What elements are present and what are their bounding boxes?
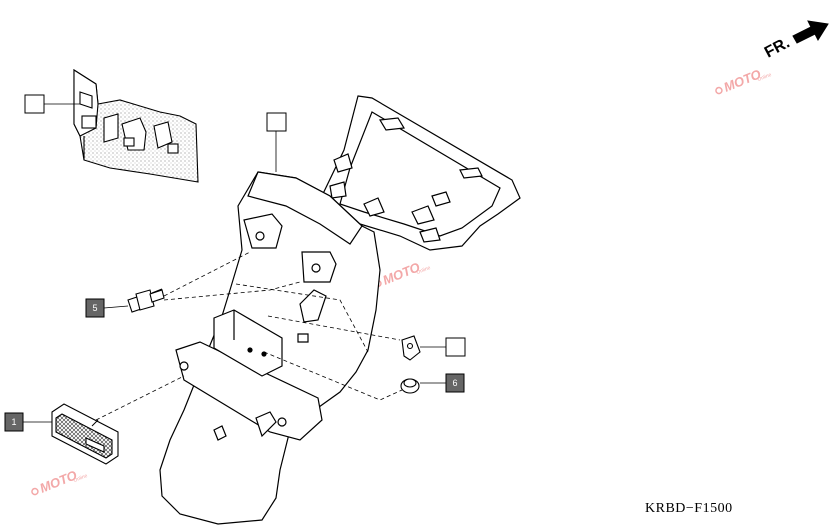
callout-6-label: 6 bbox=[452, 378, 457, 388]
leader-lines bbox=[20, 103, 446, 423]
bracket-assembly bbox=[73, 68, 199, 183]
watermark-text: MOTO bbox=[381, 259, 423, 287]
watermark-text: MOTO bbox=[722, 66, 764, 94]
fr-label: FR. bbox=[762, 34, 793, 61]
watermark-subtext: Online bbox=[757, 72, 773, 83]
callout-6: 6 bbox=[445, 373, 465, 393]
callout-1-label: 1 bbox=[11, 417, 16, 427]
flange-bolt bbox=[127, 288, 165, 313]
diagram-code: KRBD−F1500 bbox=[645, 501, 733, 516]
callout-blank-fender bbox=[266, 112, 287, 132]
reflector bbox=[51, 403, 119, 465]
callout-blank-bracket bbox=[24, 94, 45, 114]
watermark-text: MOTO bbox=[38, 467, 80, 495]
watermark-subtext: Online bbox=[73, 473, 89, 484]
watermark-top-right: MOTO Online bbox=[715, 66, 773, 95]
rear-fender bbox=[159, 95, 521, 525]
callout-5: 5 bbox=[85, 298, 105, 318]
callout-5-label: 5 bbox=[92, 303, 97, 313]
callout-blank-clip bbox=[445, 337, 466, 357]
callout-1: 1 bbox=[4, 412, 24, 432]
watermark-center: MOTO Online bbox=[374, 259, 432, 288]
front-direction-indicator: FR. bbox=[762, 20, 829, 62]
watermark-subtext: Online bbox=[416, 265, 432, 276]
flange-nut bbox=[400, 378, 420, 394]
arrow-right-icon bbox=[792, 20, 829, 44]
clip-nut bbox=[401, 335, 421, 361]
watermark-bottom-left: MOTO Online bbox=[31, 467, 89, 496]
